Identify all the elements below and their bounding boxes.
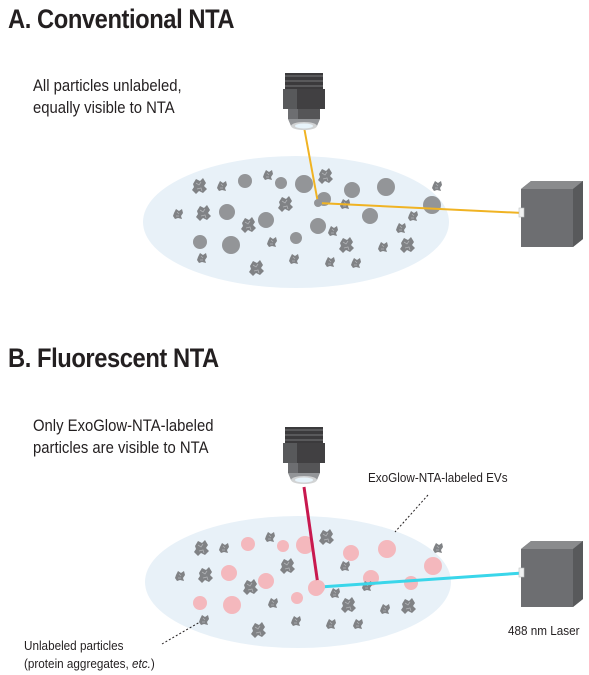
laser-source-icon [518, 540, 584, 608]
caption-line: particles are visible to NTA [33, 439, 209, 457]
objective-lens-icon [283, 427, 325, 484]
excitation-beam [319, 571, 524, 589]
emission-beam [302, 486, 320, 586]
panel-a-title: A. Conventional NTA [8, 4, 235, 34]
unlabeled-label-line1: Unlabeled particles [24, 638, 124, 653]
unlabeled-particles-label: Unlabeled particles (protein aggregates,… [24, 637, 155, 673]
panel-a [143, 73, 584, 288]
unlabeled-leader [161, 621, 201, 645]
caption-line: equally visible to NTA [33, 99, 175, 117]
unlabeled-label-line2: (protein aggregates, etc.) [24, 655, 155, 673]
panel-b-caption: Only ExoGlow-NTA-labeled particles are v… [33, 415, 213, 459]
laser-source-icon [518, 180, 584, 248]
caption-line: Only ExoGlow-NTA-labeled [33, 417, 214, 435]
unlabeled-label-suffix: ) [150, 656, 155, 671]
labeled-ev-label: ExoGlow-NTA-labeled EVs [368, 470, 508, 485]
panel-b-title: B. Fluorescent NTA [8, 343, 219, 373]
unlabeled-label-prefix: (protein aggregates, [24, 656, 132, 671]
sample-drop [143, 156, 449, 288]
panel-b [145, 427, 584, 648]
objective-lens-icon [283, 73, 325, 130]
labeled-particle-group [193, 536, 442, 614]
labeled-ev-leader [394, 494, 429, 533]
unlabeled-label-italic: etc. [131, 656, 151, 671]
laser-label: 488 nm Laser [508, 623, 580, 638]
panel-a-caption: All particles unlabeled, equally visible… [33, 75, 182, 119]
caption-line: All particles unlabeled, [33, 77, 182, 95]
